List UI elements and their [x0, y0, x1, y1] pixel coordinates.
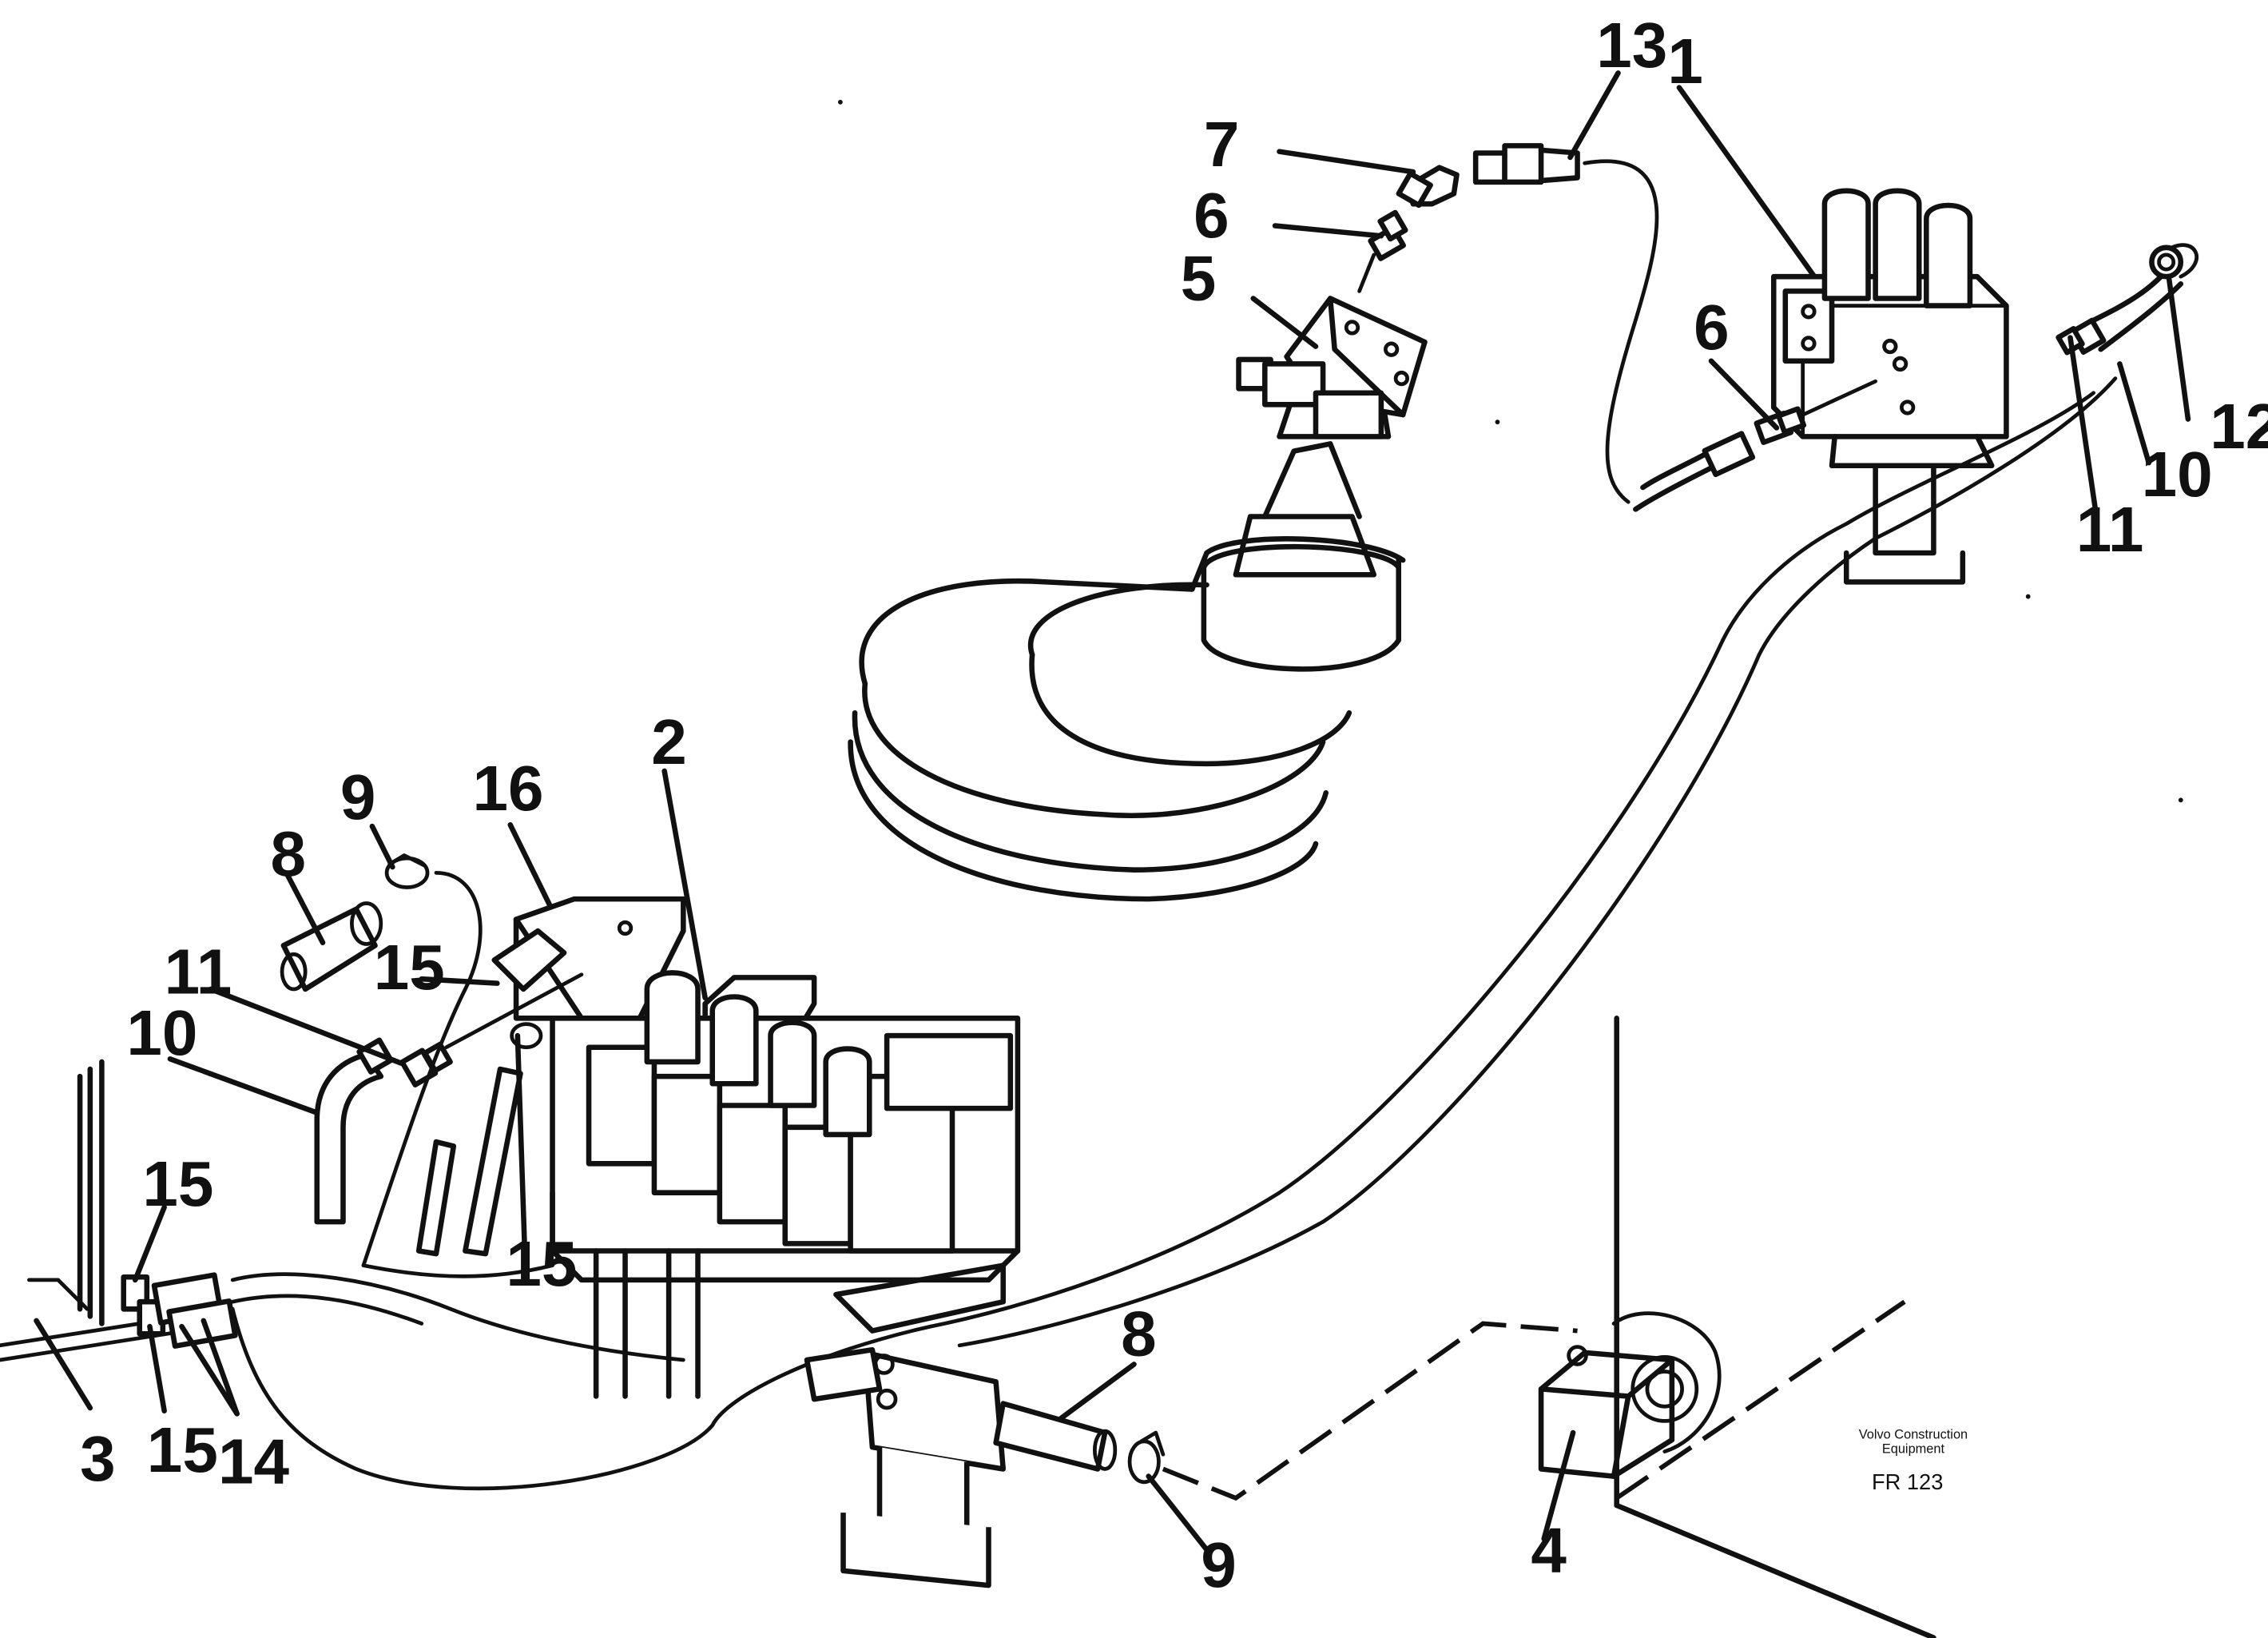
clamp-9-lower	[1127, 1430, 1166, 1485]
stamp-company-line2: Equipment	[1882, 1441, 1945, 1456]
callout-6-top: 6	[1194, 180, 1229, 251]
callout-1: 1	[1667, 26, 1703, 97]
hose-runs	[230, 376, 2118, 1491]
callout-8-lower: 8	[1121, 1298, 1157, 1370]
hose-10-left	[314, 1037, 394, 1225]
callout-labels: 1 13 7 6 5 6 12 10 11 2 16 9 8 15 11 10 …	[80, 10, 2268, 1600]
lower-lines	[230, 1263, 685, 1362]
callout-15-bottom: 15	[147, 1414, 218, 1485]
callout-10-left: 10	[126, 997, 197, 1068]
callout-3: 3	[80, 1423, 116, 1494]
swivel-block-5	[1236, 296, 1428, 439]
elbow-7	[1396, 165, 1460, 209]
pilot-line	[1162, 1321, 1578, 1501]
hose-8-left	[280, 901, 383, 992]
callout-7: 7	[1204, 109, 1240, 180]
callout-8-left: 8	[270, 818, 306, 889]
swivel-base	[848, 390, 1406, 902]
callout-15-side: 15	[142, 1148, 213, 1219]
clamp-9-left	[384, 853, 430, 889]
fittings-14	[121, 1272, 238, 1349]
manufacturer-stamp: Volvo Construction Equipment FR 123	[1859, 1427, 1968, 1494]
fitting-6-top	[1357, 209, 1408, 293]
bracket-lower	[804, 1346, 1006, 1588]
callout-9-lower: 9	[1201, 1529, 1237, 1600]
hose-13	[1472, 143, 1756, 512]
valve-4	[1538, 1311, 1722, 1479]
frame-lines	[1614, 1016, 1936, 1638]
callout-9-left: 9	[340, 761, 376, 833]
callout-4: 4	[1531, 1515, 1567, 1586]
control-valve-2	[513, 896, 1021, 1399]
scan-dots	[837, 99, 2183, 803]
callout-11-right: 11	[2076, 494, 2144, 565]
callout-11-left: 11	[165, 936, 232, 1007]
callout-6-right: 6	[1694, 292, 1730, 363]
callout-2: 2	[651, 706, 687, 777]
hose-8-lower	[993, 1401, 1118, 1472]
hoses-15-left	[361, 870, 567, 1268]
valve-block-1	[1770, 188, 2009, 585]
fitting-6-right	[1754, 379, 1878, 445]
callout-12: 12	[2210, 391, 2268, 462]
callout-15-mid: 15	[506, 1228, 577, 1299]
callout-15-top: 15	[374, 932, 445, 1003]
callout-14: 14	[218, 1426, 290, 1497]
callout-13: 13	[1596, 10, 1667, 81]
callout-5: 5	[1181, 242, 1217, 313]
stamp-company-line1: Volvo Construction	[1859, 1427, 1968, 1441]
callout-16: 16	[472, 753, 543, 824]
leader-lines	[34, 70, 2191, 1556]
stamp-ref: FR 123	[1872, 1469, 1943, 1494]
callout-10-right: 10	[2142, 439, 2213, 510]
